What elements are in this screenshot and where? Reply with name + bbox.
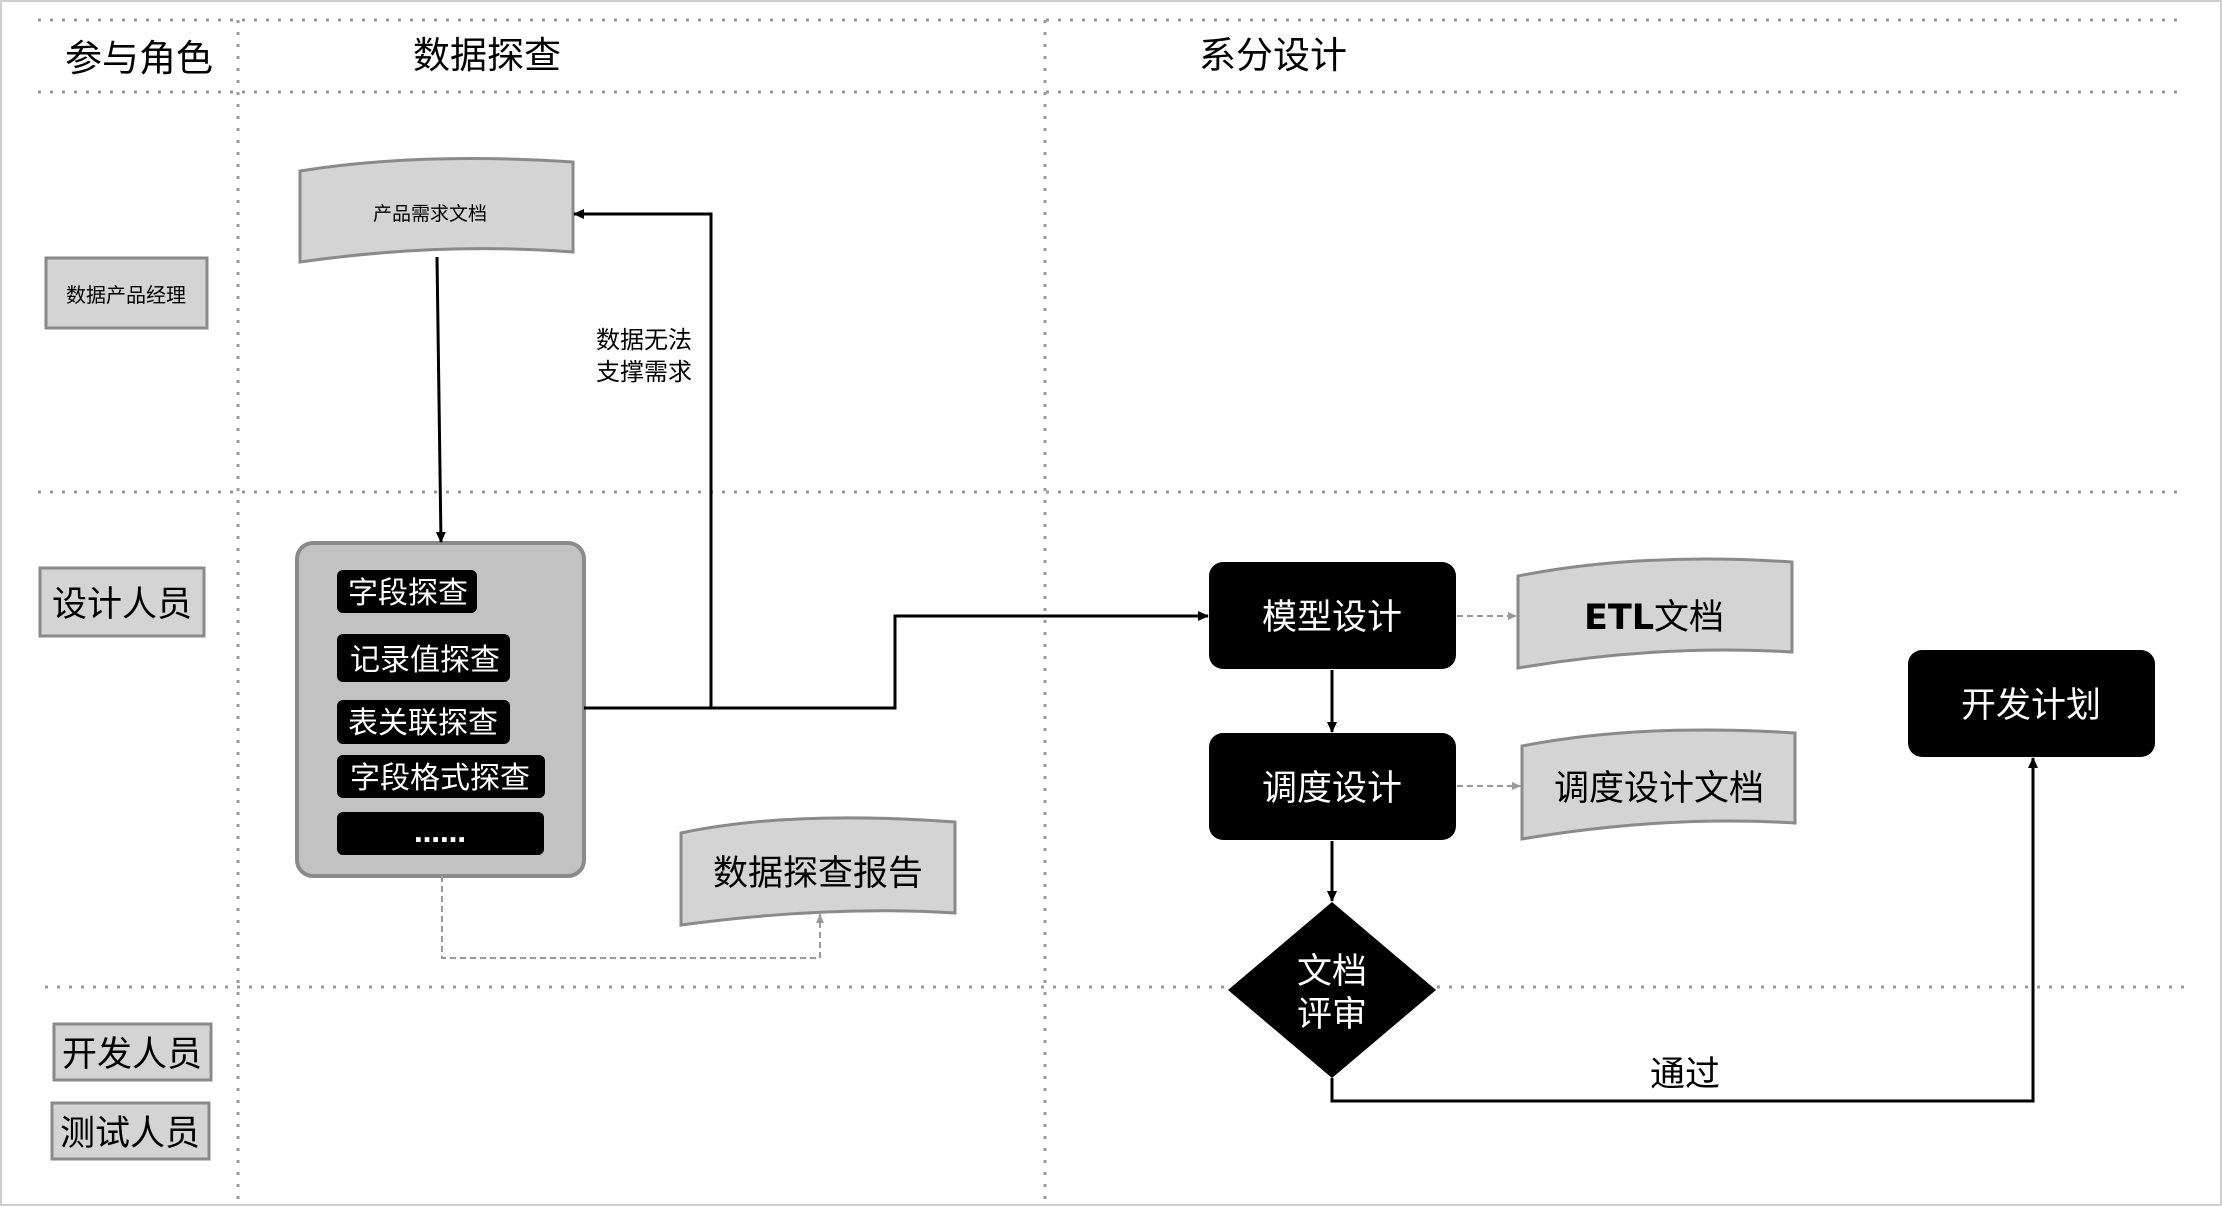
role-pm-label: 数据产品经理	[66, 283, 186, 307]
role-test-label: 测试人员	[60, 1114, 200, 1154]
edge-reject-label-line1: 数据无法	[596, 326, 692, 354]
edge-pass-label: 通过	[1650, 1055, 1720, 1095]
explore-item-join	[337, 700, 510, 744]
header-design: 系分设计	[1199, 34, 1347, 77]
role-pm: 数据产品经理	[44, 256, 209, 330]
explore-item-field	[337, 570, 477, 613]
doc-etl-label: ETL文档	[1584, 598, 1724, 638]
process-plan: 开发计划	[1908, 650, 2155, 757]
doc-schedule-label: 调度设计文档	[1554, 769, 1764, 809]
edge-explore-to-report	[441, 876, 824, 959]
doc-etl: ETL文档	[1516, 557, 1794, 670]
explore-item-join-label: 表关联探查	[348, 706, 498, 741]
decision-review: 文档 评审	[1228, 902, 1436, 1078]
header-explore: 数据探查	[413, 34, 561, 77]
explore-item-record-label: 记录值探查	[350, 643, 500, 678]
header-roles: 参与角色	[65, 37, 213, 80]
process-plan-label: 开发计划	[1961, 686, 2101, 726]
explore-item-record	[337, 634, 510, 682]
process-schedule-label: 调度设计	[1262, 769, 1402, 809]
doc-schedule: 调度设计文档	[1520, 728, 1797, 841]
edge-explore-to-model	[584, 611, 1209, 710]
process-schedule: 调度设计	[1209, 733, 1456, 840]
explore-item-field-label: 字段探查	[348, 576, 468, 611]
edge-prd-to-explore	[435, 256, 446, 543]
swimlane-grid	[38, 18, 2185, 1200]
doc-report-label: 数据探查报告	[713, 854, 923, 894]
doc-prd-label: 产品需求文档	[373, 203, 487, 225]
role-dev: 开发人员	[52, 1022, 213, 1082]
process-model-label: 模型设计	[1262, 598, 1402, 638]
edge-reject-label-line2: 支撑需求	[596, 358, 692, 386]
doc-report: 数据探查报告	[679, 816, 957, 927]
decision-review-line1: 文档	[1297, 952, 1367, 992]
process-model: 模型设计	[1209, 562, 1456, 669]
explore-item-more-label: ……	[414, 819, 466, 849]
explore-item-more	[337, 812, 544, 855]
doc-prd: 产品需求文档	[298, 157, 575, 264]
doc-etl-prefix: ETL	[1584, 598, 1654, 638]
role-dev-label: 开发人员	[62, 1035, 202, 1075]
edges	[435, 209, 2038, 1103]
edge-reject-loop	[573, 209, 713, 708]
role-designer-label: 设计人员	[52, 585, 192, 625]
explore-item-format	[337, 755, 545, 798]
doc-etl-suffix: 文档	[1654, 598, 1724, 638]
explore-box: 字段探查 记录值探查 表关联探查 字段格式探查 ……	[295, 541, 586, 878]
edge-review-to-plan	[1330, 757, 2038, 1103]
explore-item-format-label: 字段格式探查	[350, 761, 530, 796]
role-test: 测试人员	[50, 1101, 211, 1161]
role-designer: 设计人员	[38, 566, 206, 638]
decision-review-line2: 评审	[1297, 995, 1367, 1035]
